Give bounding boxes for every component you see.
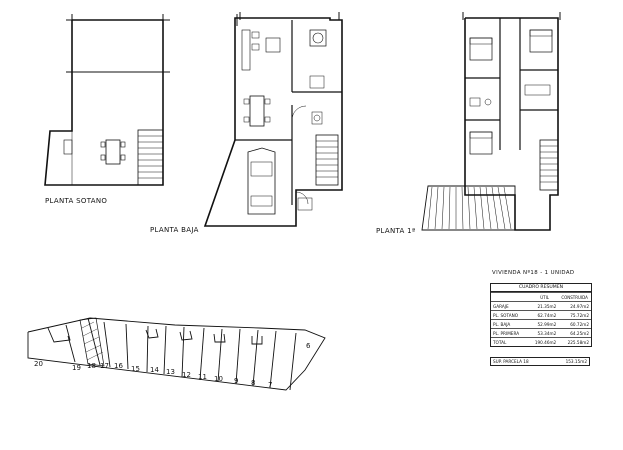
lot-label: 10 [214, 375, 223, 383]
plan-sotano [44, 14, 170, 186]
summary-table: CUADRO RESUMEN ÚTIL CONSTRUIDA GARAJE 21… [490, 283, 592, 347]
row-label: PL. SOTANO [491, 310, 531, 320]
table-row: PL. BAJA 52.99m2 60.72m2 [491, 319, 591, 329]
row-util: 190.46m2 [531, 337, 559, 346]
lot-label: 8 [251, 379, 256, 387]
row-construida: 24.97m2 [558, 301, 591, 311]
row-construida: 64.25m2 [558, 328, 591, 338]
sup-parcela-label: SUP. PARCELA 18 [493, 359, 529, 364]
lot-label: 19 [72, 364, 81, 372]
row-label: PL. PRIMERA [491, 328, 531, 338]
table-row: PL. SOTANO 62.74m2 75.72m2 [491, 310, 591, 320]
row-construida: 225.58m2 [558, 337, 591, 346]
row-label: PL. BAJA [491, 319, 531, 329]
row-construida: 75.72m2 [558, 310, 591, 320]
row-label: TOTAL [491, 337, 531, 346]
lot-label: 16 [114, 362, 123, 370]
col-util-header: ÚTIL [531, 292, 559, 302]
row-util: 53.34m2 [531, 328, 559, 338]
lot-label: 14 [150, 366, 159, 374]
row-util: 52.99m2 [531, 319, 559, 329]
plan-sotano-title: PLANTA SOTANO [45, 197, 108, 205]
sup-parcela-value: 153.15m2 [565, 359, 587, 364]
lot-label: 15 [131, 365, 140, 373]
row-util: 21.35m2 [531, 301, 559, 311]
site-plan [27, 317, 326, 391]
row-label: GARAJE [491, 301, 531, 311]
lot-label: 9 [234, 377, 239, 385]
table-row: TOTAL 190.46m2 225.58m2 [491, 337, 591, 346]
lot-label: 18 [87, 362, 96, 370]
sup-parcela-box: SUP. PARCELA 18 153.15m2 [490, 357, 590, 366]
plan-baja [203, 12, 343, 227]
summary-title: VIVIENDA Nº18 - 1 UNIDAD [492, 270, 575, 276]
lot-label: 6 [306, 342, 311, 350]
table-row: GARAJE 21.35m2 24.97m2 [491, 301, 591, 311]
summary-subtitle: CUADRO RESUMEN [491, 284, 591, 292]
lot-label: 12 [182, 371, 191, 379]
row-util: 62.74m2 [531, 310, 559, 320]
row-construida: 60.72m2 [558, 319, 591, 329]
lot-label: 17 [100, 362, 109, 370]
lot-label: 11 [198, 373, 207, 381]
table-row: PL. PRIMERA 53.34m2 64.25m2 [491, 328, 591, 338]
col-construida-header: CONSTRUIDA [558, 292, 591, 302]
plan-baja-title: PLANTA BAJA [150, 226, 199, 234]
lot-label: 13 [166, 368, 175, 376]
plan-primera-title: PLANTA 1ª [376, 227, 416, 235]
plan-primera [421, 12, 561, 231]
lot-label: 7 [268, 381, 273, 389]
lot-label: 20 [34, 360, 43, 368]
